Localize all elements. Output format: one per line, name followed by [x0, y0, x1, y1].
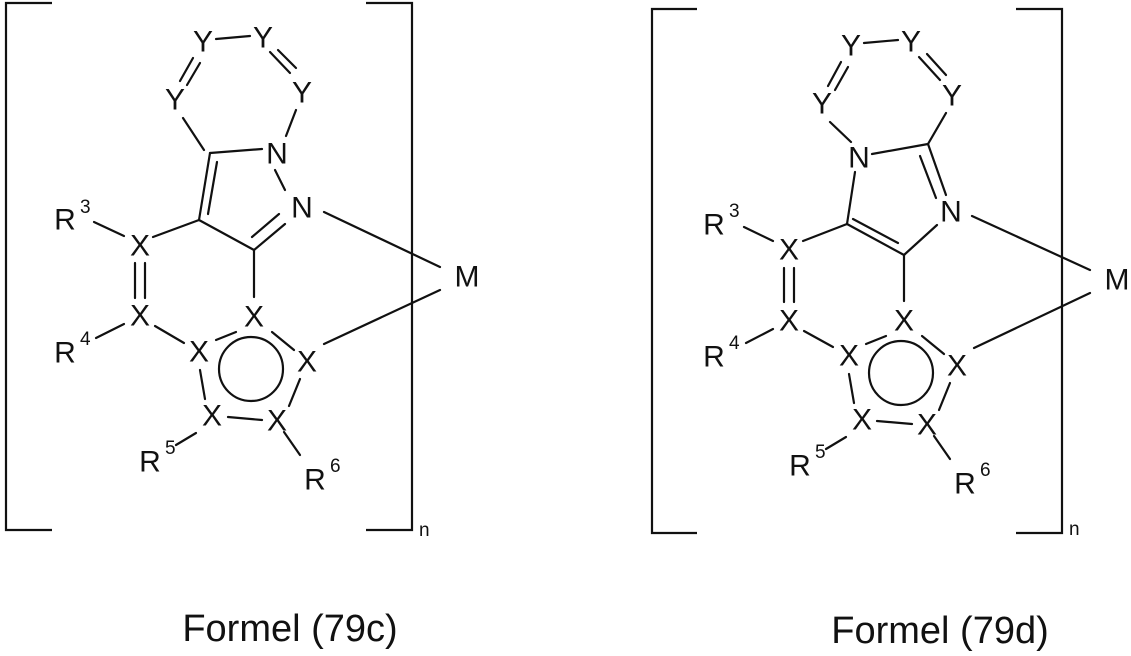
atom-label-x: X [189, 336, 209, 369]
bond [746, 329, 773, 343]
left-bracket [6, 3, 52, 530]
bond [216, 36, 250, 39]
bond [927, 54, 946, 75]
bond [877, 421, 912, 424]
bond [278, 50, 296, 68]
bond [928, 144, 946, 195]
r4-label: R [703, 341, 725, 374]
atom-label-n: N [266, 138, 288, 171]
bond [176, 433, 196, 445]
atom-label-y: Y [841, 30, 861, 63]
bond [324, 290, 440, 344]
atom-label-m: M [455, 261, 480, 294]
bond [183, 118, 204, 150]
subscript-n: n [1069, 519, 1080, 540]
structure-79c: n [6, 3, 480, 650]
r5-superscript: 5 [815, 442, 826, 463]
bond [200, 370, 205, 399]
atom-label-m: M [1105, 264, 1130, 297]
bond [228, 417, 262, 420]
atom-label-x: X [894, 305, 914, 338]
bond [830, 122, 851, 142]
atom-label-x: X [779, 305, 799, 338]
bond [153, 220, 199, 237]
bond [289, 379, 300, 406]
r5-superscript: 5 [165, 438, 176, 459]
bond [872, 144, 928, 154]
r6-label: R [304, 464, 326, 497]
atom-label-x: X [947, 350, 967, 383]
right-bracket [366, 3, 412, 530]
bond [270, 52, 290, 73]
bond [324, 212, 440, 267]
bond [803, 224, 847, 241]
left-bracket [652, 9, 697, 533]
bond [744, 227, 773, 241]
bond [974, 293, 1090, 348]
bond [199, 220, 254, 250]
atom-label-x: X [244, 301, 264, 334]
atom-label-x: X [130, 300, 150, 333]
bond [286, 110, 296, 136]
caption-79c: Formel (79c) [182, 608, 397, 650]
bond [864, 40, 898, 43]
atom-label-x: X [202, 400, 222, 433]
r3-label: R [54, 204, 76, 237]
r6-superscript: 6 [980, 460, 991, 481]
aromatic-circle [869, 341, 933, 405]
bond [96, 324, 124, 338]
atom-label-y: Y [165, 84, 185, 117]
bond [804, 331, 833, 347]
bond [928, 113, 946, 144]
atom-label-y: Y [193, 26, 213, 59]
bond [94, 222, 124, 236]
r3-superscript: 3 [729, 201, 740, 222]
atom-label-y: Y [942, 80, 962, 113]
atom-label-x: X [839, 340, 859, 373]
right-bracket [1016, 9, 1062, 533]
bond [210, 149, 262, 153]
atom-label-y: Y [901, 26, 921, 59]
bond [849, 374, 854, 403]
aromatic-circle [219, 337, 283, 401]
bond [826, 437, 846, 449]
atom-label-x: X [297, 346, 317, 379]
atom-label-n: N [291, 192, 313, 225]
atom-label-n: N [848, 142, 870, 175]
bond [275, 170, 285, 190]
r6-label: R [954, 468, 976, 501]
subscript-n: n [419, 520, 430, 541]
atom-label-x: X [267, 405, 287, 438]
atom-label-x: X [779, 234, 799, 267]
atom-label-x: X [917, 409, 937, 442]
r4-superscript: 4 [80, 329, 91, 350]
r3-label: R [703, 209, 725, 242]
bond [904, 225, 937, 255]
bond [208, 162, 217, 214]
r6-superscript: 6 [330, 456, 341, 477]
atom-label-x: X [130, 230, 150, 263]
bond [866, 336, 886, 344]
bond [847, 172, 855, 224]
bond [972, 216, 1090, 270]
bond [919, 57, 940, 80]
bond [847, 224, 904, 255]
r4-label: R [54, 337, 76, 370]
atom-label-x: X [852, 404, 872, 437]
bond [939, 383, 950, 410]
caption-79d: Formel (79d) [831, 610, 1049, 652]
bond [216, 332, 236, 340]
r4-superscript: 4 [729, 333, 740, 354]
bond [254, 224, 285, 250]
bond [155, 326, 184, 343]
atom-label-n: N [940, 196, 962, 229]
structure-79d: n [652, 9, 1130, 652]
r3-superscript: 3 [80, 197, 91, 218]
atom-label-y: Y [253, 22, 273, 55]
atom-label-y: Y [812, 88, 832, 121]
r5-label: R [789, 450, 811, 483]
atom-label-y: Y [292, 77, 312, 110]
r5-label: R [139, 446, 161, 479]
